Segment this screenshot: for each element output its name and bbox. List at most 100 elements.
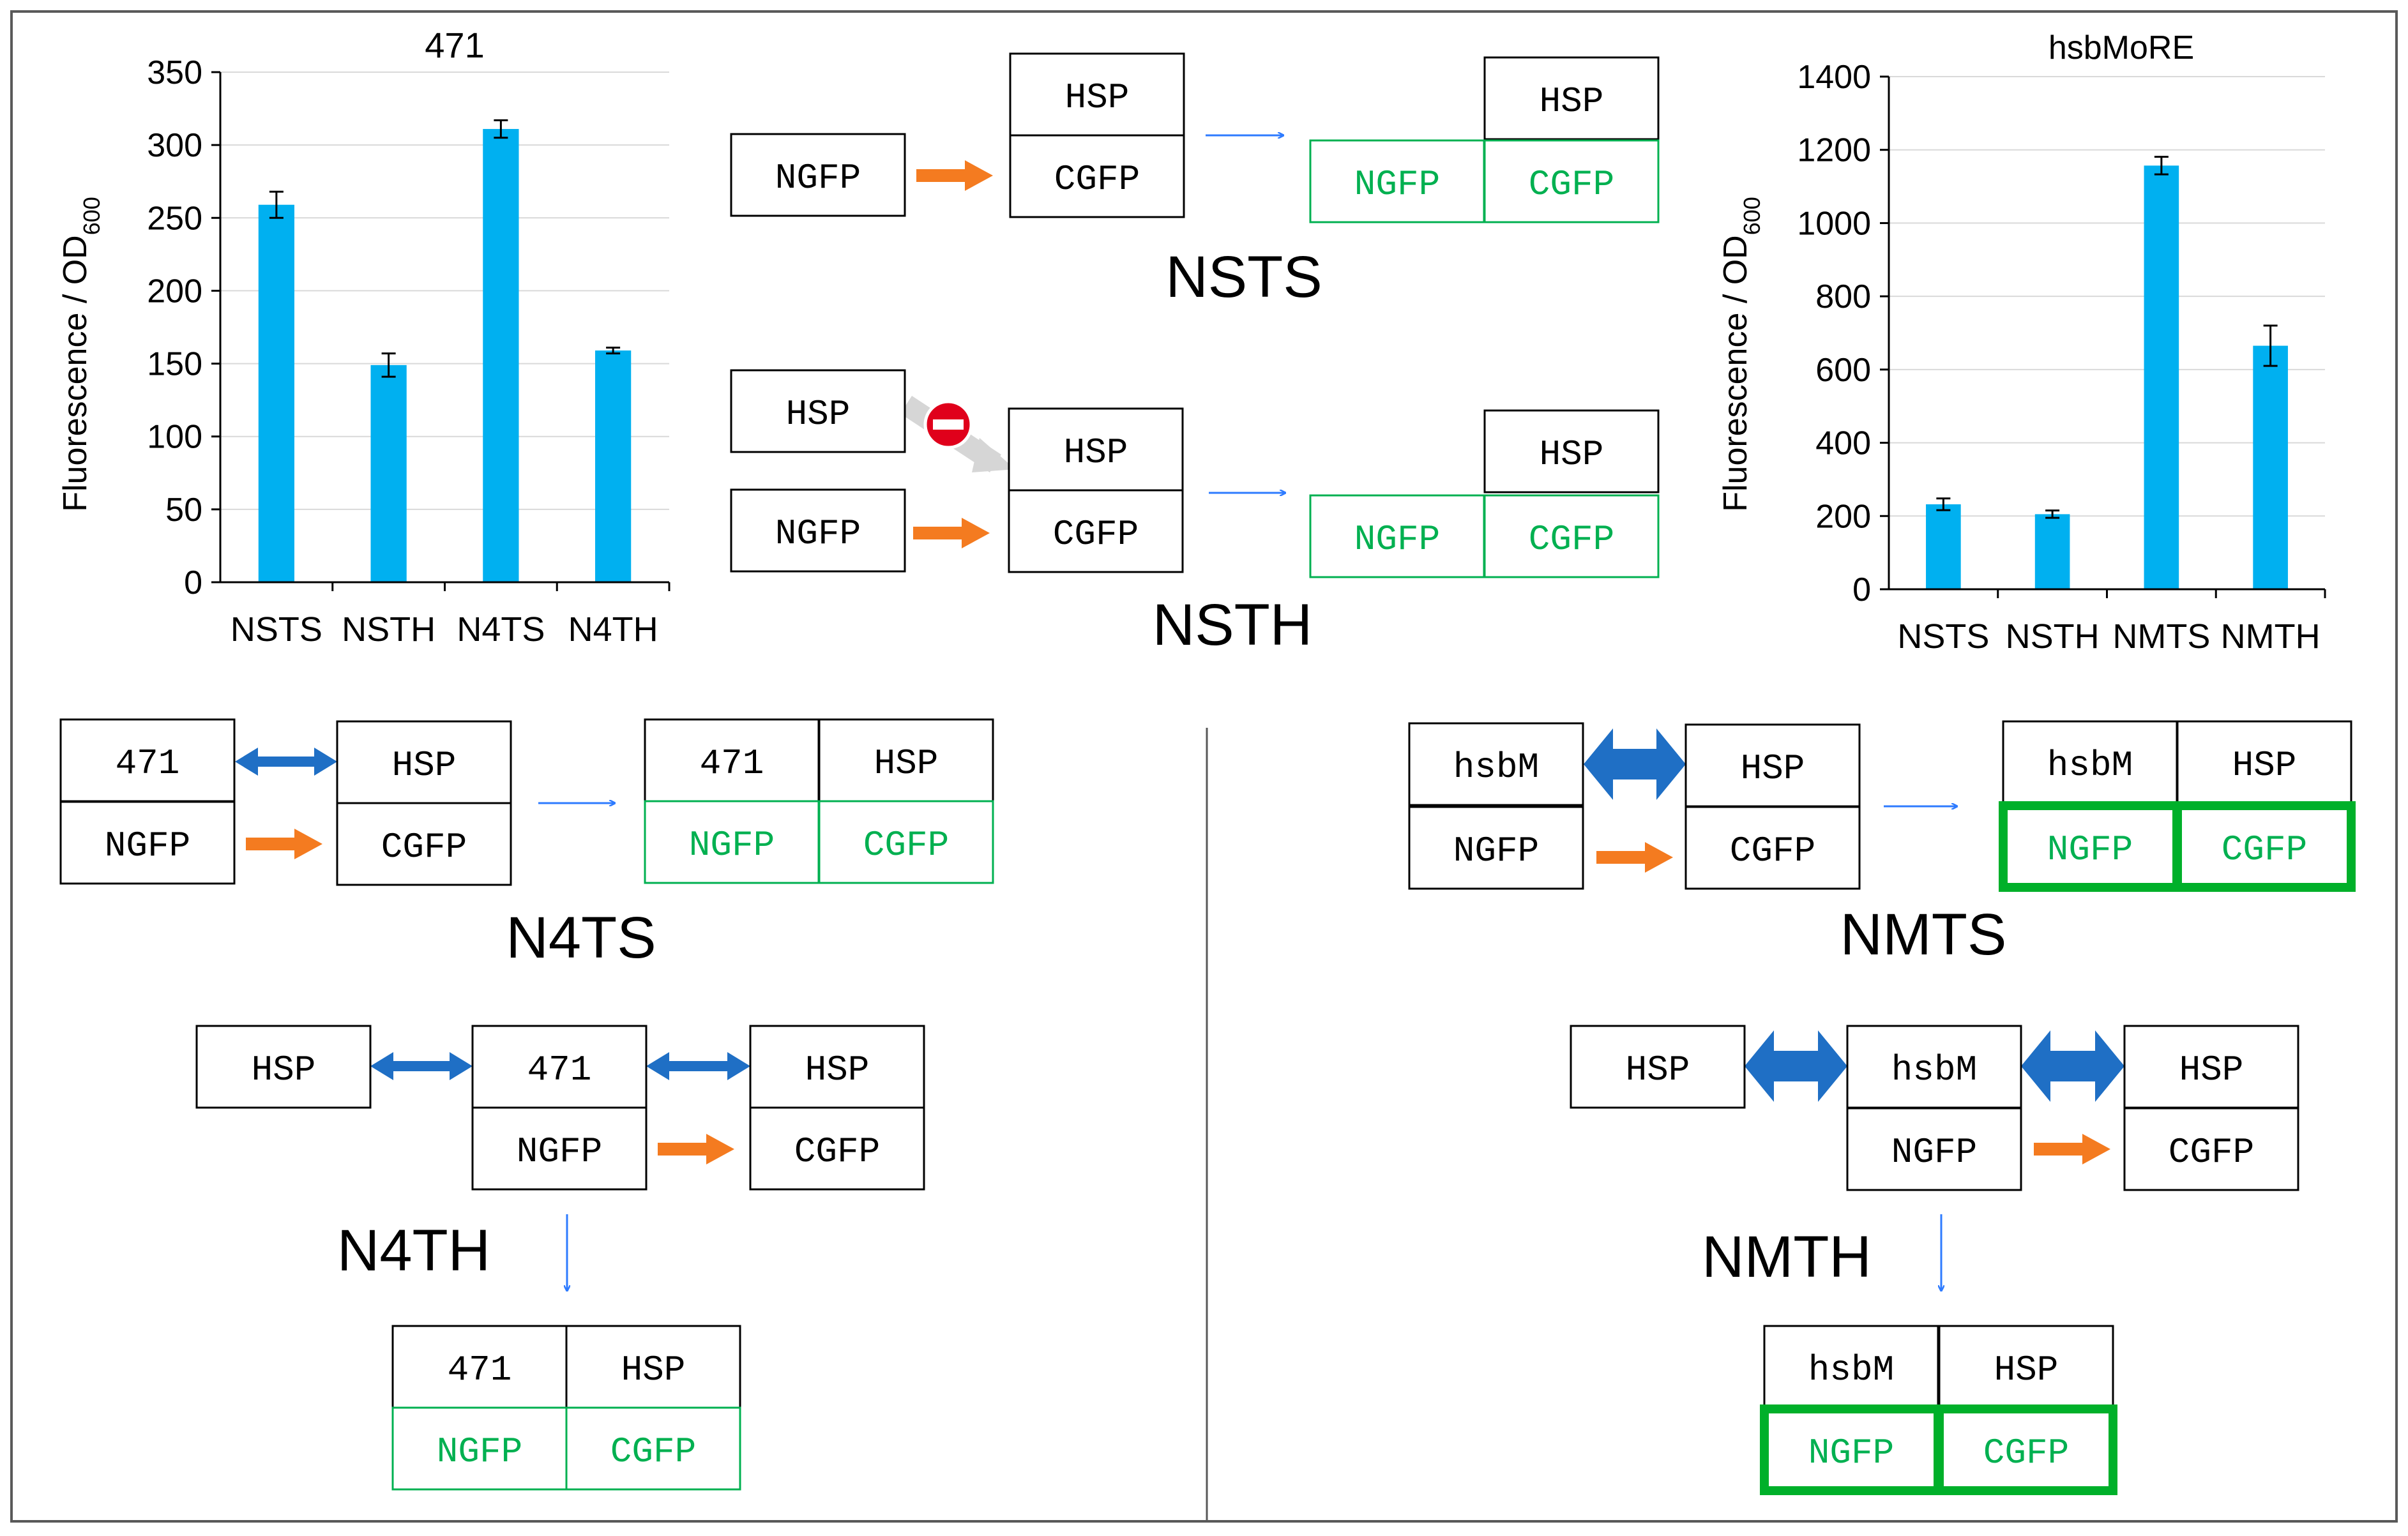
chart-471-ylabel-subscript: 600 (79, 197, 105, 235)
bar-nsth (2034, 514, 2070, 589)
bar-n4th (595, 350, 632, 582)
ngfp-box-label: NGFP (1453, 831, 1539, 871)
hsbm-box-outline (1846, 1025, 2022, 1109)
outer-frame (10, 10, 2398, 1523)
hsp-box-outline (818, 718, 994, 802)
ngfp-box-outline (1760, 1404, 1942, 1495)
cgfp-box-label: CGFP (610, 1431, 696, 1472)
double-arrow (235, 748, 337, 776)
hsp-box: HSP (195, 1025, 372, 1109)
hsp-box: HSP (1009, 52, 1185, 137)
hsp-box: HSP (1008, 407, 1184, 492)
hsbm-box-label: hsbM (1808, 1350, 1894, 1390)
cgfp-box-outline (1009, 134, 1185, 218)
n471-box: 471 (391, 1325, 568, 1409)
y-tick-label: 200 (1815, 498, 1871, 535)
n471-box-outline (59, 718, 236, 802)
cgfp-box-label: CGFP (863, 825, 949, 866)
bar-nmts (2144, 165, 2179, 589)
hsp-box: HSP (2176, 720, 2352, 804)
cgfp-box-outline (2123, 1107, 2299, 1191)
orange-arrow (916, 160, 993, 191)
ngfp-box-label: NGFP (1354, 164, 1440, 205)
y-tick-label: 250 (147, 200, 202, 237)
cgfp-box-outline (2173, 801, 2356, 892)
hsp-box: HSP (1938, 1325, 2114, 1409)
cgfp-box: CGFP (2123, 1107, 2299, 1191)
hsp-box-outline (1009, 52, 1185, 137)
hsp-box-outline (2123, 1025, 2299, 1109)
chart-471-axes (211, 71, 670, 591)
x-tick-label: NSTS (1897, 617, 1989, 656)
cgfp-box: CGFP (749, 1106, 925, 1191)
ngfp-box: NGFP (1309, 139, 1485, 223)
ngfp-box-label: NGFP (437, 1431, 522, 1472)
ngfp-box: NGFP (471, 1106, 647, 1191)
hsp-box-outline (1938, 1325, 2114, 1409)
orange-arrow (658, 1134, 734, 1164)
hsbm-box-label: hsbM (1453, 747, 1539, 788)
ngfp-box: NGFP (391, 1406, 568, 1491)
x-tick-label: N4TH (568, 610, 658, 649)
hsbm-box-outline (1408, 722, 1584, 806)
hsp-box: HSP (730, 369, 906, 453)
orange-arrow (913, 518, 990, 548)
y-tick-label: 150 (147, 346, 202, 383)
hsp-box-outline (730, 369, 906, 453)
orange-arrow (2034, 1134, 2110, 1164)
hsp-box-outline (1685, 723, 1861, 808)
cgfp-box-outline (336, 802, 512, 886)
cgfp-box-label: CGFP (2169, 1132, 2254, 1173)
hsp-box-label: HSP (252, 1050, 316, 1090)
ngfp-box-outline (1408, 806, 1584, 890)
double-arrow (2021, 1030, 2124, 1102)
chart-hsbmore-gridlines (1889, 76, 2325, 517)
x-tick-label: NSTS (231, 610, 322, 649)
ngfp-box: NGFP (1309, 494, 1485, 578)
cgfp-box: CGFP (336, 802, 512, 886)
ngfp-box-label: NGFP (1891, 1132, 1977, 1173)
x-tick-label: NSTH (2006, 617, 2100, 656)
hsbm-box-label: hsbM (2047, 745, 2133, 786)
chart-hsbmore-bars (1926, 165, 2288, 589)
hsbm-box: hsbM (1408, 722, 1584, 806)
chart-471-error-bars (269, 119, 621, 378)
hsp-box-label: HSP (1064, 432, 1128, 473)
hsp-box-outline (1570, 1025, 1746, 1109)
n471-box-outline (471, 1025, 647, 1109)
y-tick-label: 0 (1852, 571, 1871, 608)
diagram-shapes (235, 135, 2124, 1291)
cgfp-box: CGFP (565, 1406, 741, 1491)
chart-471-ylabel-main: Fluorescence / OD (57, 235, 94, 512)
ngfp-box-outline (1846, 1107, 2022, 1191)
y-tick-label: 200 (147, 273, 202, 310)
bar-nsth (370, 365, 407, 582)
cgfp-box-outline (565, 1406, 741, 1491)
cgfp-box-outline (1483, 139, 1660, 223)
scheme-label-nsts: NSTS (1165, 245, 1322, 310)
cgfp-box-label: CGFP (1054, 159, 1140, 200)
hsp-box: HSP (2123, 1025, 2299, 1109)
chart-471-gridlines (220, 72, 669, 510)
y-tick-label: 1000 (1797, 205, 1871, 242)
cgfp-box-outline (1935, 1404, 2117, 1495)
ngfp-box: NGFP (1999, 801, 2181, 892)
ngfp-box: NGFP (730, 488, 906, 573)
chart-hsbmore-ylabel-subscript: 600 (1739, 197, 1765, 235)
ngfp-box-outline (1309, 139, 1485, 223)
bar-nsts (1926, 504, 1961, 589)
ngfp-box-label: NGFP (105, 825, 190, 866)
y-tick-label: 1200 (1797, 132, 1871, 169)
n471-box: 471 (471, 1025, 647, 1109)
hsbm-box-label: hsbM (1891, 1050, 1977, 1090)
hsp-box-outline (1483, 56, 1660, 140)
hsp-box-outline (195, 1025, 372, 1109)
hsp-box-outline (2176, 720, 2352, 804)
chart-hsbmore-title: hsbMoRE (2048, 29, 2194, 66)
ngfp-box: NGFP (1408, 806, 1584, 890)
hsp-box-label: HSP (1994, 1350, 2059, 1390)
ngfp-box-label: NGFP (2047, 829, 2133, 870)
